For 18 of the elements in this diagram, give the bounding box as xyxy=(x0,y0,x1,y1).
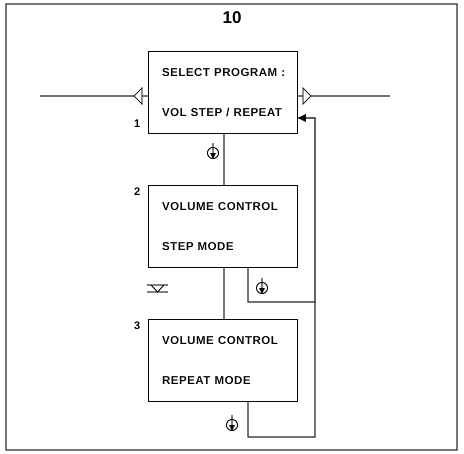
connector-line xyxy=(247,114,316,438)
box-text: VOLUME CONTROL xyxy=(162,201,278,213)
connector-line xyxy=(223,268,225,319)
box-text: SELECT PROGRAM : xyxy=(162,67,286,79)
connector-line xyxy=(298,95,390,97)
process-box xyxy=(148,51,298,134)
connector-line xyxy=(223,134,225,185)
diagram-title: 10 xyxy=(222,8,242,28)
box-text: STEP MODE xyxy=(162,241,234,253)
step-number: 3 xyxy=(134,320,140,332)
process-box xyxy=(148,319,298,402)
box-text: REPEAT MODE xyxy=(162,375,251,387)
step-number: 1 xyxy=(134,118,140,130)
box-text: VOLUME CONTROL xyxy=(162,335,278,347)
box-text: VOL STEP / REPEAT xyxy=(162,107,282,119)
process-box xyxy=(148,185,298,268)
connector-line xyxy=(40,95,148,97)
step-number: 2 xyxy=(134,186,140,198)
